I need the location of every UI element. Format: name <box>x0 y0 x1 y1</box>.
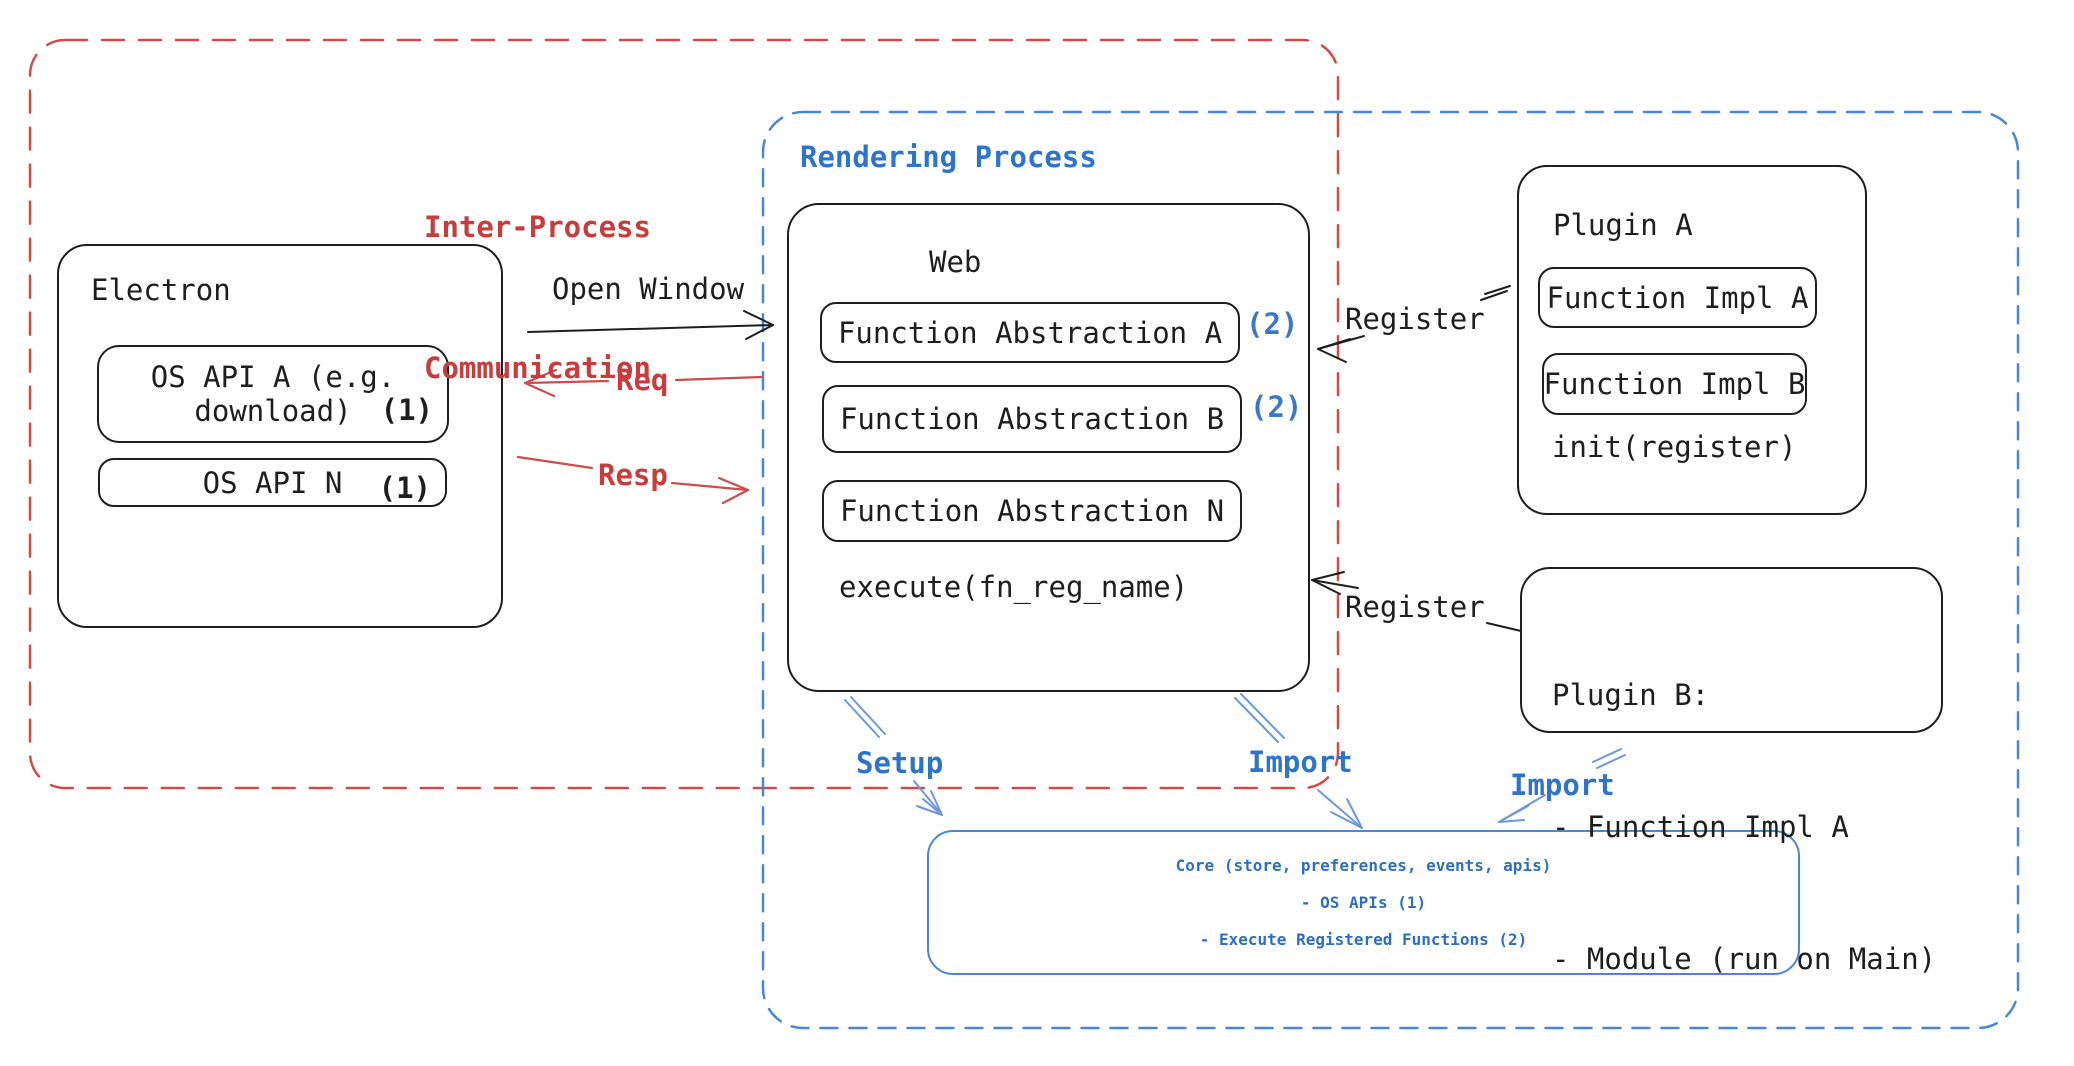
function-abstraction-a-box: Function Abstraction A <box>820 302 1240 363</box>
core-line-1: Core (store, preferences, events, apis) <box>1175 856 1552 875</box>
core-content: Core (store, preferences, events, apis) … <box>1176 847 1552 958</box>
web-title: Web <box>929 245 982 279</box>
import-plugin-b-label: Import <box>1510 768 1615 802</box>
plugin-b-content: Plugin B: - Function Impl A - Module (ru… <box>1552 585 1936 1066</box>
electron-title: Electron <box>91 273 231 307</box>
function-abstraction-b-box: Function Abstraction B <box>822 385 1242 453</box>
function-abstraction-n-box: Function Abstraction N <box>822 480 1242 542</box>
os-api-n-box: OS API N (1) <box>98 458 447 507</box>
os-api-a-label-line2: download) <box>194 394 352 428</box>
plugin-a-title: Plugin A <box>1553 208 1693 242</box>
function-abstraction-b-label: Function Abstraction B <box>839 402 1225 436</box>
function-impl-a-label: Function Impl A <box>1546 280 1809 315</box>
register-plugin-a-label: Register <box>1345 302 1485 336</box>
os-api-a-label-line1: OS API A (e.g. <box>150 360 396 394</box>
function-abstraction-a-badge: (2) <box>1246 307 1299 341</box>
import-web-label: Import <box>1248 745 1353 779</box>
plugin-b-item-2: - Module (run on Main) <box>1552 942 1937 976</box>
function-impl-b-label: Function Impl B <box>1543 367 1806 401</box>
rendering-region-label: Rendering Process <box>800 140 1097 174</box>
register-plugin-b-label: Register <box>1345 590 1485 624</box>
function-abstraction-a-label: Function Abstraction A <box>837 315 1223 350</box>
init-register-label: init(register) <box>1552 430 1797 464</box>
execute-label: execute(fn_reg_name) <box>839 570 1189 604</box>
core-line-3: - Execute Registered Functions (2) <box>1199 930 1528 949</box>
function-impl-a-box: Function Impl A <box>1538 267 1817 328</box>
req-label: Req <box>616 363 669 397</box>
plugin-b-title: Plugin B: <box>1552 678 1710 712</box>
os-api-n-label: OS API N <box>202 465 343 500</box>
open-window-label: Open Window <box>552 272 745 306</box>
function-abstraction-b-badge: (2) <box>1250 390 1303 424</box>
ipc-region-label-line1: Inter-Process <box>424 210 651 244</box>
os-api-a-box: OS API A (e.g. download) (1) <box>97 345 449 443</box>
function-impl-b-box: Function Impl B <box>1542 353 1807 415</box>
plugin-b-item-1: - Function Impl A <box>1552 810 1849 844</box>
setup-label: Setup <box>856 746 944 780</box>
function-abstraction-n-label: Function Abstraction N <box>839 494 1225 528</box>
core-line-2: - OS APIs (1) <box>1300 893 1427 912</box>
resp-label: Resp <box>598 458 668 492</box>
